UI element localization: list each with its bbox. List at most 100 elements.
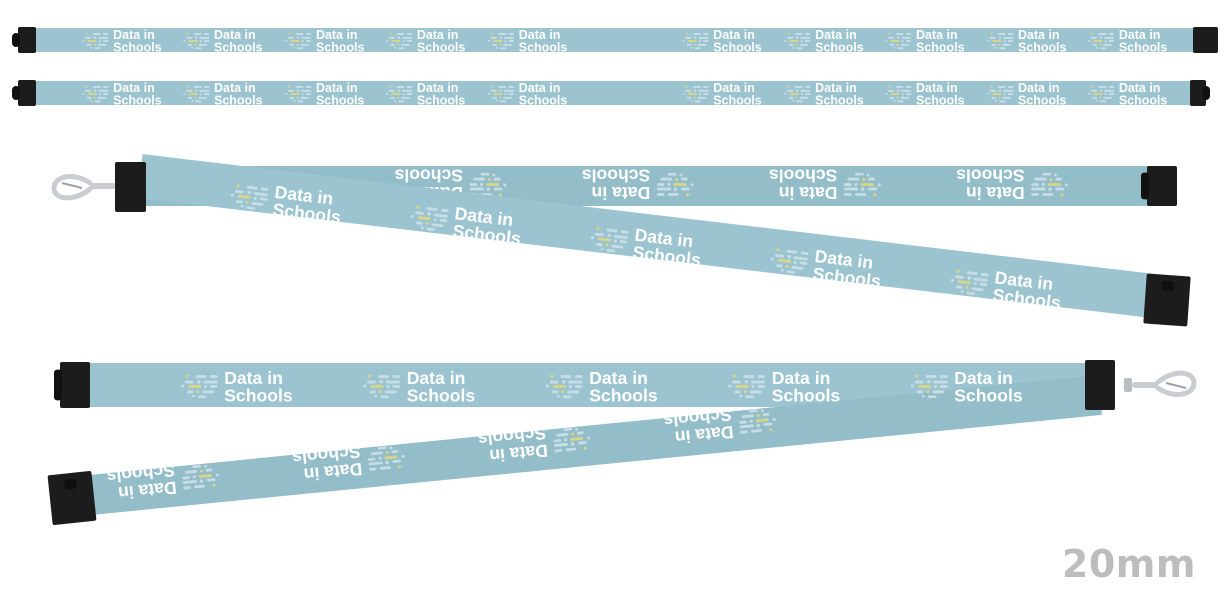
lanyard2-hook	[1124, 373, 1194, 394]
logo-line-1: Data in	[519, 28, 561, 42]
logo-line-2: Schools	[916, 94, 965, 108]
logo-line-2: Schools	[772, 386, 841, 406]
logo-line-1: Data in	[417, 28, 459, 42]
lanyard2-back-strap	[68, 375, 1102, 517]
size-label: 20mm	[1061, 542, 1196, 586]
end-block	[1193, 27, 1218, 53]
logo-line-1: Data in	[407, 368, 466, 388]
logo-line-2: Schools	[519, 41, 568, 55]
buckle-latch	[12, 33, 20, 47]
lanyard2-end-block	[47, 471, 97, 525]
logo-line-1: Data in	[1018, 81, 1060, 95]
lanyard2-safety-buckle	[54, 362, 90, 408]
logo-line-2: Schools	[417, 41, 466, 55]
logo-line-1: Data in	[1119, 81, 1161, 95]
logo-line-1: Data in	[713, 28, 755, 42]
logo-line-1: Data in	[815, 81, 857, 95]
logo-line-2: Schools	[916, 41, 965, 55]
logo-line-2: Schools	[713, 94, 762, 108]
logo-line-1: Data in	[113, 28, 155, 42]
logo-line-2: Schools	[815, 94, 864, 108]
logo-line-1: Data in	[916, 28, 958, 42]
logo-line-2: Schools	[417, 94, 466, 108]
logo-line-2: Schools	[394, 166, 463, 186]
logo-line-2: Schools	[316, 94, 365, 108]
end-slot	[1161, 280, 1175, 292]
logo-line-1: Data in	[224, 368, 283, 388]
logo-line-1: Data in	[214, 81, 256, 95]
logo-line-2: Schools	[769, 166, 838, 186]
swivel-hook-icon	[1124, 373, 1194, 394]
logo-line-1: Data in	[954, 368, 1013, 388]
lanyard2-front-strap	[70, 363, 1100, 407]
logo-line-1: Data in	[966, 183, 1025, 203]
safety-buckle-icon	[18, 80, 36, 106]
logo-line-1: Data in	[713, 81, 755, 95]
logo-line-2: Schools	[407, 386, 476, 406]
logo-line-2: Schools	[954, 386, 1023, 406]
logo-line-2: Schools	[956, 166, 1025, 186]
logo-line-1: Data in	[592, 183, 651, 203]
buckle-body	[60, 362, 90, 408]
logo-line-1: Data in	[1018, 28, 1060, 42]
end-block	[1190, 80, 1206, 106]
end-block	[47, 471, 97, 525]
logo-line-2: Schools	[589, 386, 658, 406]
logo-line-2: Schools	[815, 41, 864, 55]
logo-line-2: Schools	[316, 41, 365, 55]
logo-line-1: Data in	[519, 81, 561, 95]
logo-line-2: Schools	[1119, 94, 1168, 108]
logo-line-2: Schools	[519, 94, 568, 108]
buckle-body	[1147, 166, 1177, 206]
lanyard1-end-block	[1143, 273, 1191, 327]
logo-line-1: Data in	[779, 183, 838, 203]
buckle-latch	[54, 369, 62, 401]
logo-line-2: Schools	[582, 166, 651, 186]
logo-line-1: Data in	[113, 81, 155, 95]
buckle-latch	[1202, 86, 1210, 100]
lanyard1-clip	[115, 162, 146, 212]
logo-line-1: Data in	[916, 81, 958, 95]
end-block	[1143, 273, 1191, 327]
swivel-hook-icon	[54, 177, 124, 198]
logo-line-1: Data in	[214, 28, 256, 42]
logo-line-2: Schools	[1119, 41, 1168, 55]
logo-line-2: Schools	[113, 94, 162, 108]
logo-line-1: Data in	[772, 368, 831, 388]
logo-line-2: Schools	[713, 41, 762, 55]
buckle-latch	[12, 86, 20, 100]
logo-line-2: Schools	[214, 94, 263, 108]
logo-line-1: Data in	[589, 368, 648, 388]
